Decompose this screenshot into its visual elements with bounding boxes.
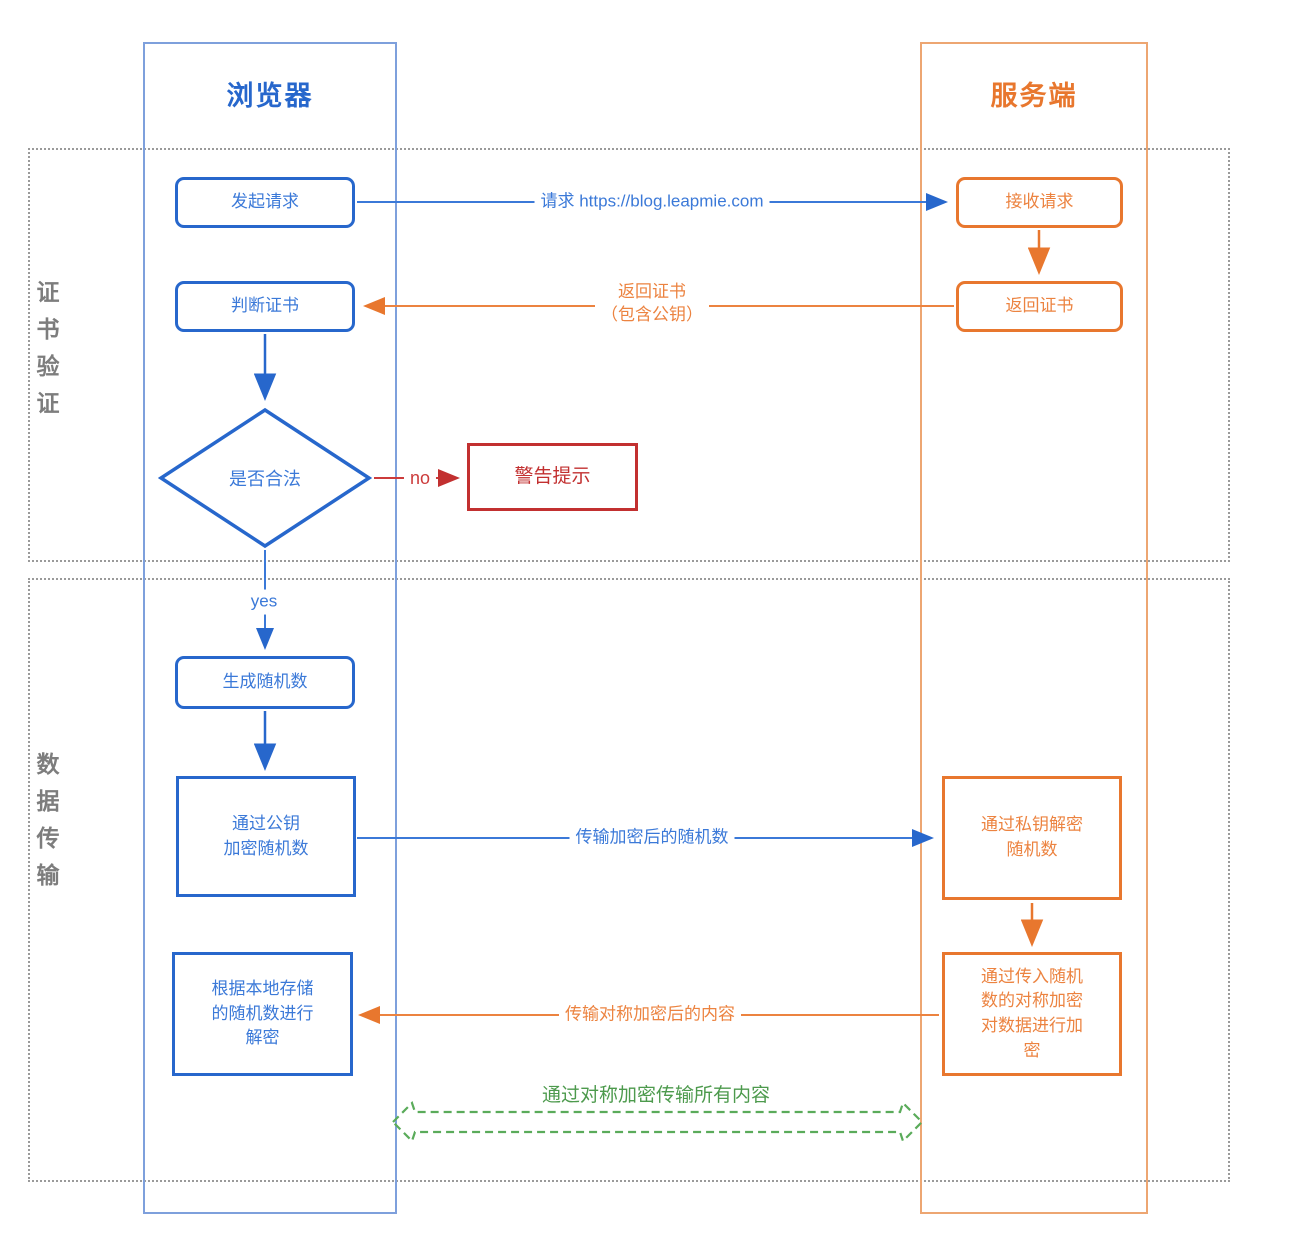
edge-label-request-url: 请求 https://blog.leapmie.com	[534, 189, 770, 215]
edge-label-return-certificate: 返回证书 （包含公钥）	[595, 280, 709, 328]
node-judge-certificate: 判断证书	[175, 281, 355, 332]
node-warning-alert: 警告提示	[467, 443, 638, 511]
edge-label-transfer-symmetric-content: 传输对称加密后的内容	[559, 1002, 741, 1028]
lane-browser: 浏览器	[143, 42, 397, 1214]
diamond-shape	[158, 407, 372, 549]
lane-server: 服务端	[920, 42, 1148, 1214]
node-decrypt-with-private-key: 通过私钥解密 随机数	[942, 776, 1122, 900]
lane-title-server: 服务端	[990, 81, 1078, 111]
section-label-cert-verification: 证书验证	[33, 280, 59, 428]
node-encrypt-with-public-key: 通过公钥 加密随机数	[176, 776, 356, 897]
edge-label-no: no	[403, 464, 437, 492]
section-label-data-transfer: 数据传输	[33, 752, 59, 900]
node-is-valid-decision: 是否合法	[158, 407, 372, 549]
node-symmetric-encrypt-data: 通过传入随机 数的对称加密 对数据进行加 密	[942, 952, 1122, 1076]
lane-title-browser: 浏览器	[226, 81, 314, 111]
node-receive-request: 接收请求	[956, 177, 1123, 228]
decision-label: 是否合法	[229, 469, 301, 489]
section-cert-verification	[28, 148, 1230, 562]
node-generate-random: 生成随机数	[175, 656, 355, 709]
node-decrypt-with-local-random: 根据本地存储 的随机数进行 解密	[172, 952, 353, 1076]
section-data-transfer	[28, 578, 1230, 1182]
symmetric-channel-double-arrow	[391, 1100, 924, 1144]
node-return-certificate: 返回证书	[956, 281, 1123, 332]
edge-label-symmetric-channel: 通过对称加密传输所有内容	[541, 1085, 771, 1107]
edge-label-transfer-encrypted-random: 传输加密后的随机数	[569, 825, 735, 851]
edge-label-yes: yes	[244, 589, 284, 615]
node-initiate-request: 发起请求	[175, 177, 355, 228]
